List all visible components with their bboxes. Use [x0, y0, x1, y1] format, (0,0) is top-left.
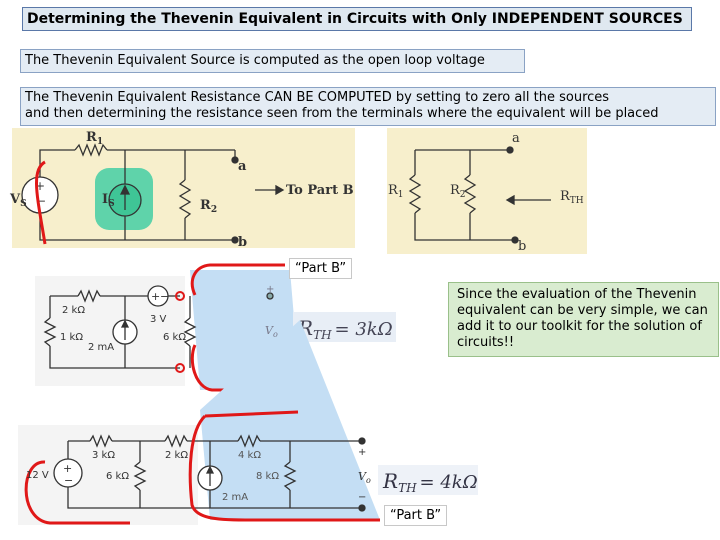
svg-text:6 kΩ: 6 kΩ	[106, 471, 129, 482]
svg-text:−: −	[36, 194, 46, 208]
svg-text:2 mA: 2 mA	[88, 342, 114, 353]
svg-text:−: −	[64, 474, 73, 487]
svg-text:6 kΩ: 6 kΩ	[163, 332, 186, 343]
svg-text:+: +	[266, 284, 274, 295]
svg-text:a: a	[512, 131, 520, 146]
svg-text:+: +	[63, 462, 72, 475]
to-part-b-label: To Part B	[286, 183, 354, 198]
svg-text:3 V: 3 V	[150, 314, 167, 325]
svg-text:−: −	[160, 290, 169, 303]
c4-4k-resistor	[237, 434, 261, 448]
svg-text:−: −	[358, 492, 366, 503]
svg-text:a: a	[238, 159, 247, 174]
svg-text:R1: R1	[388, 183, 404, 200]
svg-text:Vo: Vo	[358, 470, 371, 485]
svg-text:2 kΩ: 2 kΩ	[165, 450, 188, 461]
part-b-tag-1: “Part B”	[289, 258, 353, 279]
c4-3k-resistor	[89, 434, 113, 448]
c4-6k-resistor	[133, 461, 147, 491]
svg-text:RTH= 3kΩ: RTH= 3kΩ	[297, 316, 393, 342]
resistance-note-line-2: and then determining the resistance seen…	[25, 106, 659, 121]
c4-8k-resistor	[283, 461, 297, 491]
part-b-tag-2: “Part B”	[384, 505, 448, 526]
r1-resistor	[74, 143, 108, 157]
svg-text:Vo: Vo	[265, 324, 278, 339]
svg-text:+: +	[35, 179, 45, 193]
resistance-note: The Thevenin Equivalent Resistance CAN B…	[20, 87, 716, 126]
c3-2k-resistor	[77, 289, 101, 303]
svg-text:2 mA: 2 mA	[222, 492, 248, 503]
svg-text:b: b	[518, 239, 526, 254]
svg-text:R1: R1	[86, 130, 103, 147]
svg-text:+: +	[151, 290, 160, 303]
toolkit-note: Since the evaluation of the Thevenin equ…	[448, 282, 719, 357]
circuit-2: R1 R2 RTH a b	[387, 128, 587, 254]
svg-text:R2: R2	[200, 198, 217, 215]
svg-text:b: b	[238, 235, 247, 250]
svg-text:VS: VS	[9, 192, 27, 209]
svg-text:1 kΩ: 1 kΩ	[60, 332, 83, 343]
svg-text:R2: R2	[450, 183, 466, 200]
circuit-1: + − R1 VS IS R2 a b To Part B	[9, 128, 355, 250]
svg-text:+: +	[358, 447, 366, 458]
c2-r2-resistor	[463, 174, 477, 214]
svg-text:8 kΩ: 8 kΩ	[256, 471, 279, 482]
svg-text:2 kΩ: 2 kΩ	[62, 305, 85, 316]
svg-text:IS: IS	[102, 192, 115, 209]
open-loop-note: The Thevenin Equivalent Source is comput…	[20, 49, 525, 73]
svg-text:RTH= 4kΩ: RTH= 4kΩ	[382, 469, 478, 495]
resistance-note-line-1: The Thevenin Equivalent Resistance CAN B…	[25, 90, 610, 105]
c3-1k-resistor	[43, 317, 57, 347]
svg-text:RTH: RTH	[560, 189, 584, 206]
c4-2k-resistor	[164, 434, 188, 448]
slide-title: Determining the Thevenin Equivalent in C…	[22, 7, 692, 31]
c2-r1-resistor	[408, 174, 422, 214]
circuit-4: + − 12 V 3 kΩ 6 kΩ 2 kΩ 4 kΩ 8 kΩ 2 mA +…	[18, 320, 478, 525]
r2-resistor	[178, 179, 192, 219]
svg-text:4 kΩ: 4 kΩ	[238, 450, 261, 461]
svg-text:3 kΩ: 3 kΩ	[92, 450, 115, 461]
circuit-3: + − 2 kΩ 1 kΩ 2 mA 3 V 6 kΩ + − Vo RTH= …	[35, 263, 396, 392]
svg-text:12 V: 12 V	[26, 470, 49, 481]
c3-6k-resistor	[183, 317, 197, 347]
